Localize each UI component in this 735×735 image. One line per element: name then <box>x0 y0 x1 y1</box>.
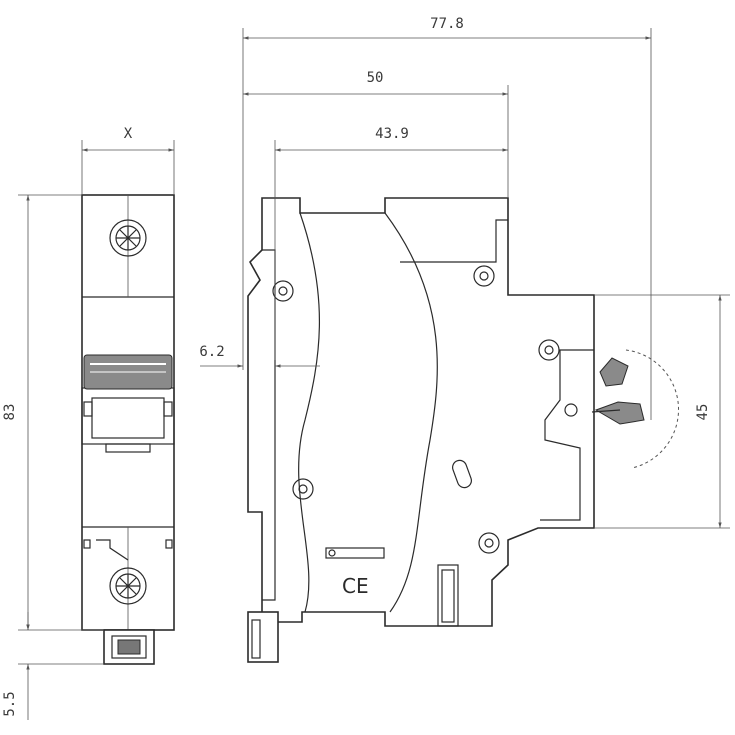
bottom-terminal-screw-icon <box>109 567 147 605</box>
dim-offset-6-2: 6.2 <box>199 344 224 360</box>
mounting-hole-icon <box>272 265 578 554</box>
ce-mark: CE <box>342 574 369 598</box>
dim-depth-50: 50 <box>367 70 384 86</box>
front-view <box>81 194 175 665</box>
dimension-lines: 77.8 50 43.9 6.2 X 83 5.5 45 <box>2 16 730 720</box>
nameplate <box>325 547 385 559</box>
dim-overall-depth: 77.8 <box>430 16 464 32</box>
side-housing <box>247 197 595 627</box>
dim-depth-43-9: 43.9 <box>375 126 409 142</box>
din-clip <box>103 629 155 665</box>
toggle-lever-icon <box>591 349 679 469</box>
dim-height: 83 <box>2 404 18 421</box>
dim-handle-height: 45 <box>695 404 711 421</box>
toggle-handle <box>81 354 175 453</box>
dim-width: X <box>124 126 133 142</box>
side-view: CE <box>247 197 679 663</box>
top-terminal-screw-icon <box>109 219 147 257</box>
dim-protrusion: 5.5 <box>2 691 18 716</box>
